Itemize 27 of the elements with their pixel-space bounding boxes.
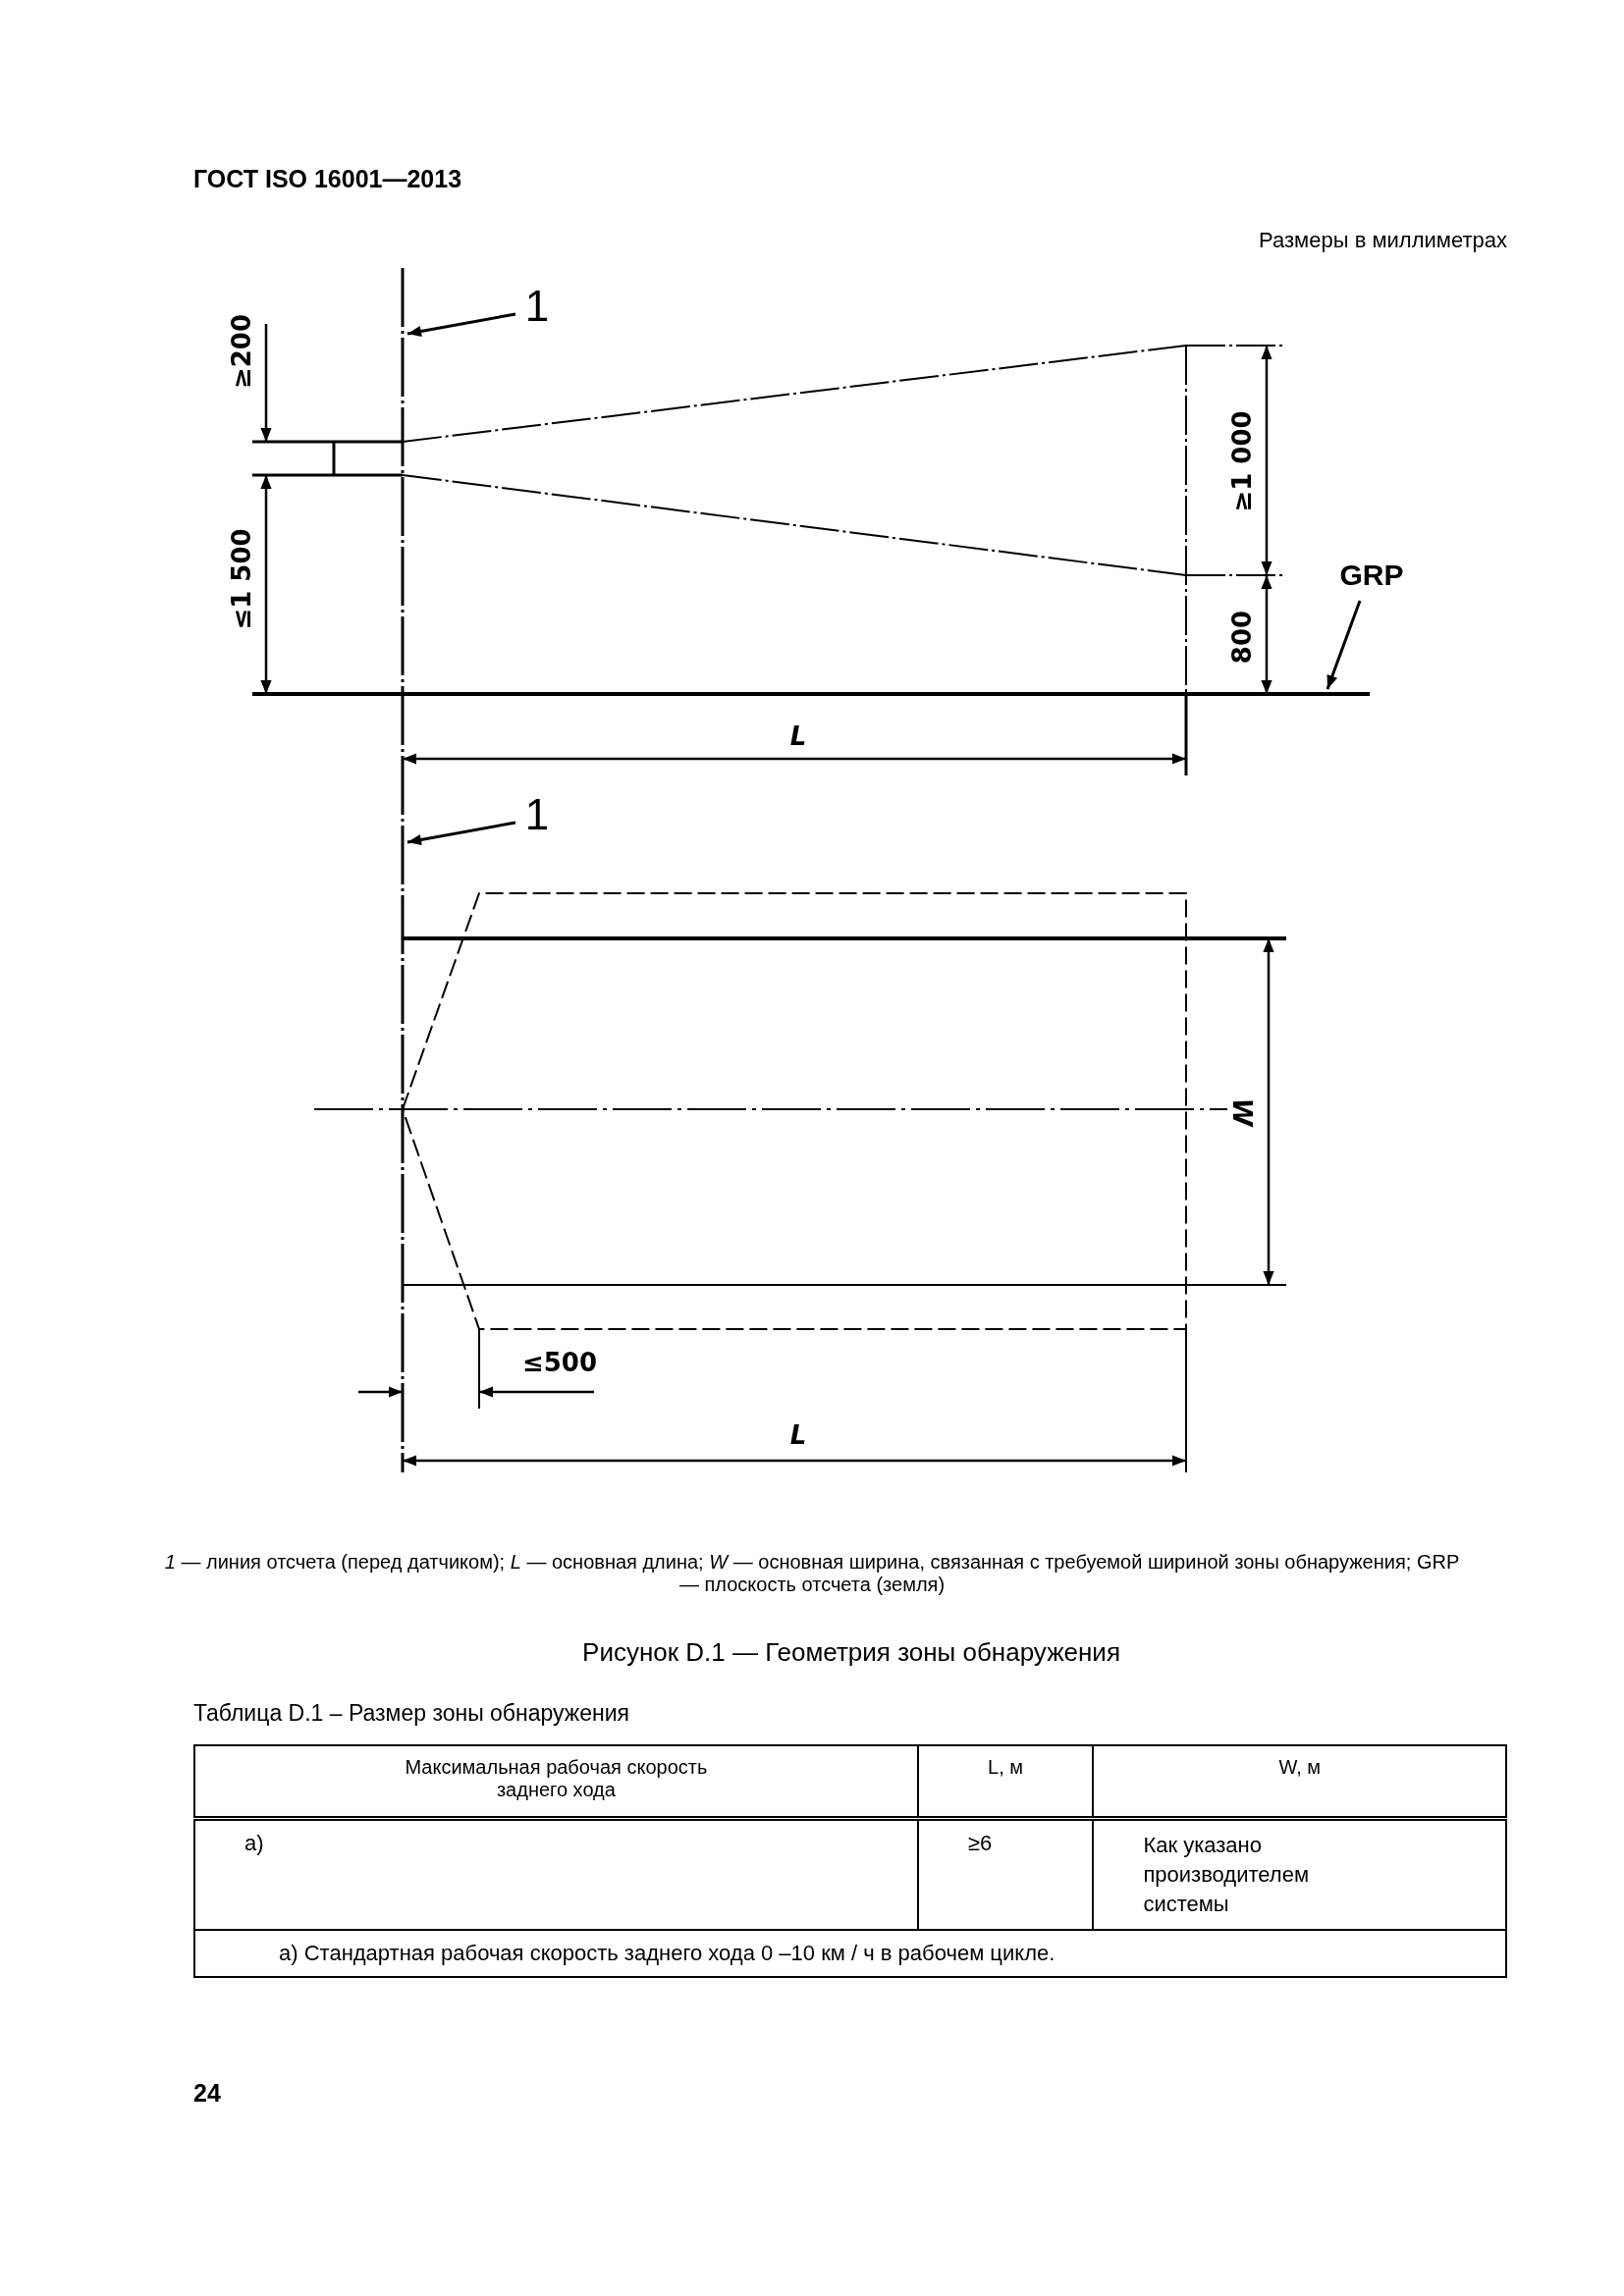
units-note: Размеры в миллиметрах: [1259, 228, 1507, 253]
dimension-text: W: [1227, 1097, 1257, 1127]
column-header: W, м: [1093, 1745, 1506, 1818]
column-header: L, м: [917, 1745, 1094, 1818]
dimension-text: ≤500: [521, 1348, 598, 1377]
callout-number: 1: [524, 790, 550, 839]
document-header: ГОСТ ISO 16001—2013: [193, 165, 462, 193]
dimension-text: ≥200: [227, 313, 256, 390]
data-cell: ≥6: [917, 1818, 1094, 1930]
table-title: Таблица D.1 – Размер зоны обнаружения: [193, 1700, 629, 1727]
leader-line: [1326, 600, 1362, 690]
figure-key: 1 — линия отсчета (перед датчиком); L — основная длина; W — основная ширина, связанная с требуемой шириной зоны обнаружения; GRP — плоскость отсчета (земля): [164, 1551, 1460, 1596]
data-cell: а): [194, 1818, 918, 1930]
dimension-text: L: [789, 721, 807, 751]
figure-caption: Рисунок D.1 — Геометрия зоны обнаружения: [582, 1637, 1120, 1668]
dimension-text: ≤1 500: [227, 528, 256, 630]
dimension-text: 800: [1227, 610, 1257, 665]
dimension-text: ≥1 000: [1227, 410, 1257, 512]
page-number: 24: [193, 2079, 221, 2108]
data-cell: Как указано производителем системы: [1093, 1818, 1506, 1930]
dimension-text: L: [789, 1420, 807, 1450]
callout-number: 1: [524, 282, 550, 331]
callout-label: GRP: [1339, 559, 1404, 592]
column-header: Максимальная рабочая скорость заднего хода: [194, 1745, 918, 1818]
leader-line: [406, 312, 516, 337]
leader-line: [406, 821, 516, 845]
table-footnote: а) Стандартная рабочая скорость заднего хода 0 –10 км / ч в рабочем цикле.: [194, 1929, 1506, 1977]
